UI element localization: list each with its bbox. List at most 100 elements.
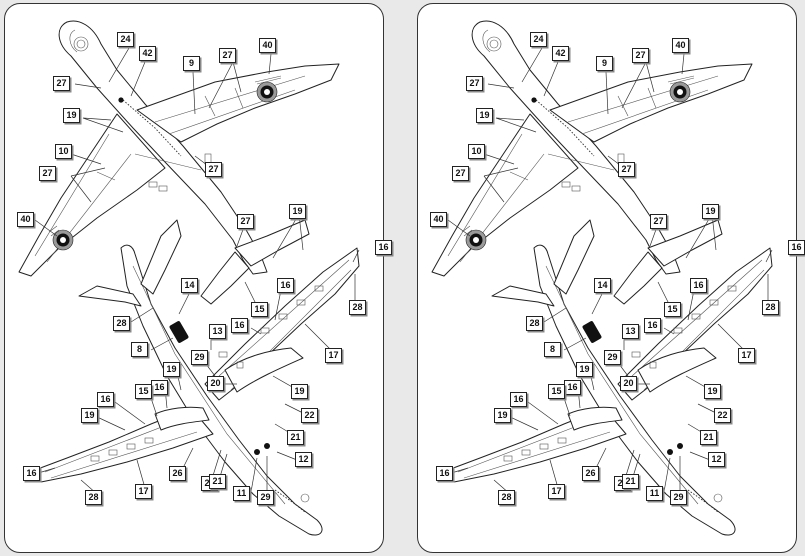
upper-tailplane-right	[647, 219, 723, 267]
callout-label: 11	[646, 486, 663, 501]
upper-tailplane-left	[200, 251, 250, 305]
callout-label: 16	[151, 380, 168, 395]
callout-label: 19	[576, 362, 593, 377]
callout-label: 15	[548, 384, 565, 399]
lower-left-engine	[567, 406, 623, 431]
callout-label: 12	[295, 452, 312, 467]
callout-label: 16	[375, 240, 392, 255]
lower-right-engine	[224, 347, 304, 393]
callout-label: 16	[564, 380, 581, 395]
callout-label: 27	[452, 166, 469, 181]
callout-label: 27	[219, 48, 236, 63]
callout-label: 28	[526, 316, 543, 331]
callout-label: 9	[183, 56, 200, 71]
callout-label: 15	[251, 302, 268, 317]
callout-label: 19	[702, 204, 719, 219]
black-dot-marking-a	[667, 449, 673, 455]
lower-right-engine	[637, 347, 717, 393]
aircraft-stencil-diagram	[431, 20, 773, 536]
callout-label: 28	[498, 490, 515, 505]
callout-label: 27	[53, 76, 70, 91]
callout-label: 19	[81, 408, 98, 423]
upper-right-wing	[549, 63, 753, 143]
callout-label: 8	[544, 342, 561, 357]
callout-label: 16	[277, 278, 294, 293]
callout-label: 14	[181, 278, 198, 293]
wing-roundel-right	[669, 81, 691, 103]
callout-label: 21	[209, 474, 226, 489]
callout-label: 19	[704, 384, 721, 399]
callout-label: 16	[510, 392, 527, 407]
leader-lines	[447, 47, 773, 496]
wing-roundel-left	[52, 229, 74, 251]
callout-label: 29	[604, 350, 621, 365]
callout-label: 26	[169, 466, 186, 481]
callout-label: 13	[209, 324, 226, 339]
callout-label: 27	[632, 48, 649, 63]
callout-label: 13	[622, 324, 639, 339]
lower-fin	[491, 285, 555, 307]
wing-roundel-left	[465, 229, 487, 251]
callout-label: 16	[788, 240, 805, 255]
callout-label: 27	[205, 162, 222, 177]
callout-label: 29	[670, 490, 687, 505]
upper-tailplane-left	[613, 251, 663, 305]
callout-label: 42	[552, 46, 569, 61]
black-dot-marking-b	[677, 443, 683, 449]
callout-label: 24	[530, 32, 547, 47]
lower-fin-upper	[140, 219, 182, 295]
callout-label: 19	[494, 408, 511, 423]
callout-label: 9	[596, 56, 613, 71]
callout-label: 19	[289, 204, 306, 219]
callout-label: 17	[548, 484, 565, 499]
callout-label: 26	[582, 466, 599, 481]
upper-aircraft-view	[18, 20, 340, 305]
callout-label: 16	[97, 392, 114, 407]
callout-label: 24	[117, 32, 134, 47]
upper-right-wing	[136, 63, 340, 143]
aircraft-stencil-diagram	[18, 20, 360, 536]
black-dot-marking-b	[264, 443, 270, 449]
callout-label: 28	[85, 490, 102, 505]
callout-label: 40	[259, 38, 276, 53]
callout-label: 22	[714, 408, 731, 423]
callout-label: 19	[63, 108, 80, 123]
callout-label: 15	[135, 384, 152, 399]
callout-label: 19	[291, 384, 308, 399]
lower-fin	[78, 285, 142, 307]
callout-label: 27	[466, 76, 483, 91]
upper-fuselage	[58, 20, 268, 275]
callout-label: 40	[430, 212, 447, 227]
callout-label: 17	[135, 484, 152, 499]
black-panel-marking	[582, 321, 602, 343]
callout-label: 27	[39, 166, 56, 181]
callout-label: 20	[207, 376, 224, 391]
lower-aircraft-view	[447, 219, 773, 536]
callout-label: 27	[650, 214, 667, 229]
callout-label: 10	[468, 144, 485, 159]
callout-label: 28	[349, 300, 366, 315]
black-dot-marking-a	[254, 449, 260, 455]
upper-fuselage	[471, 20, 681, 275]
callout-label: 10	[55, 144, 72, 159]
callout-label: 40	[672, 38, 689, 53]
callout-label: 29	[257, 490, 274, 505]
callout-label: 14	[594, 278, 611, 293]
callout-label: 42	[139, 46, 156, 61]
black-panel-marking	[169, 321, 189, 343]
lower-left-engine	[154, 406, 210, 431]
callout-label: 28	[113, 316, 130, 331]
callout-label: 28	[762, 300, 779, 315]
black-dot-marking	[531, 97, 537, 103]
wing-roundel-right	[256, 81, 278, 103]
callout-label: 19	[163, 362, 180, 377]
callout-label: 16	[231, 318, 248, 333]
callout-label: 21	[287, 430, 304, 445]
callout-label: 22	[301, 408, 318, 423]
callout-label: 19	[476, 108, 493, 123]
callout-label: 15	[664, 302, 681, 317]
black-dot-marking	[118, 97, 124, 103]
callout-label: 20	[620, 376, 637, 391]
callout-label: 17	[738, 348, 755, 363]
